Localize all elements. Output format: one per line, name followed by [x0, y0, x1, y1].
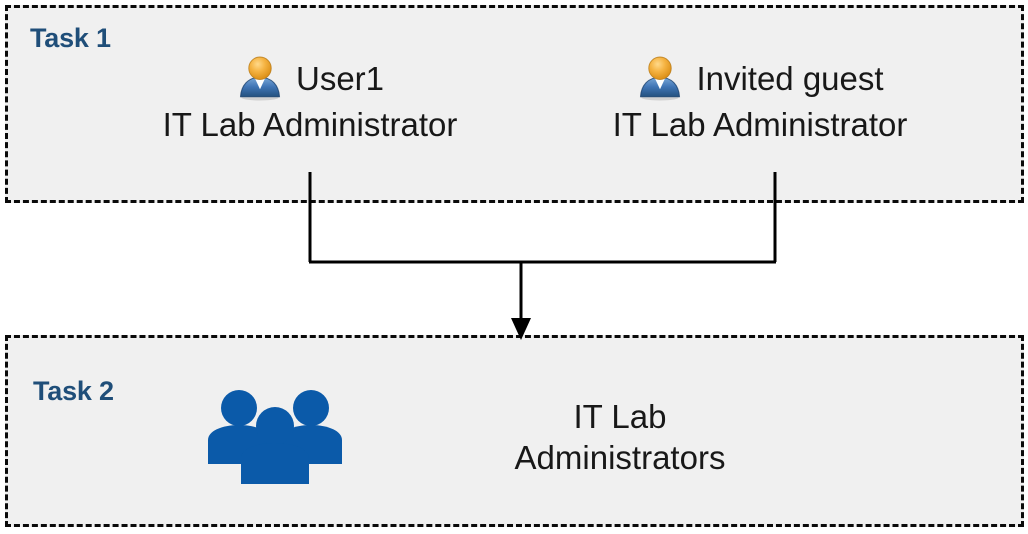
user-icon: [239, 56, 281, 101]
group-name-line-2: Administrators: [514, 439, 726, 476]
user-icon: [640, 56, 681, 101]
group-name: IT Lab Administrators: [470, 396, 770, 479]
person-invited-guest-name: Invited guest: [696, 59, 884, 97]
task-2-label: Task 2: [33, 376, 114, 406]
person-user1-row: User1: [120, 52, 500, 104]
person-invited-guest: Invited guest IT Lab Administrator: [545, 52, 975, 141]
person-user1-role: IT Lab Administrator: [162, 106, 458, 143]
task-1-label: Task 1: [30, 23, 111, 53]
person-user1-name: User1: [295, 59, 385, 97]
task-2-container: [5, 335, 1024, 527]
group-row: IT Lab Administrators: [200, 382, 860, 492]
person-invited-guest-role: IT Lab Administrator: [612, 106, 908, 143]
person-invited-guest-row: Invited guest: [545, 52, 975, 104]
group-name-line-1: IT Lab: [573, 397, 667, 435]
user-group-icon: [208, 390, 342, 484]
task-1-container: [5, 5, 1024, 203]
person-user1: User1 IT Lab Administrator: [120, 52, 500, 141]
